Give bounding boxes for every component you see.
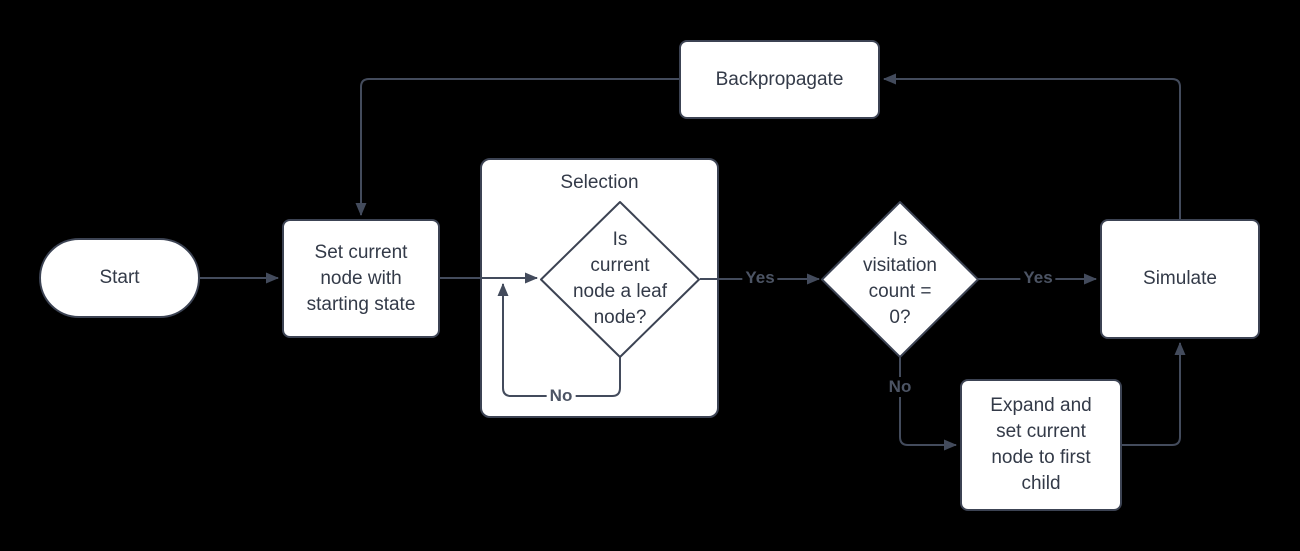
edge-label-leaf-yes: Yes <box>742 268 778 288</box>
edge-simulate-to-backpropagate <box>883 73 1181 219</box>
edge-expand-to-simulate <box>1122 342 1186 446</box>
simulate-node: Simulate <box>1100 219 1260 339</box>
visitation-question-text: Is visitation count = 0? <box>863 229 937 328</box>
edge-visitation-no-to-expand <box>899 357 957 451</box>
set-current-node: Set current node with starting state <box>282 219 440 338</box>
backpropagate-node: Backpropagate <box>679 40 880 119</box>
selection-container-title: Selection <box>560 172 639 193</box>
edge-label-visitation-no: No <box>885 377 915 397</box>
visitation-question-diamond <box>821 201 979 358</box>
expand-node: Expand and set current node to first chi… <box>960 379 1122 511</box>
edge-label-leaf-no: No <box>546 386 576 406</box>
start-node: Start <box>39 238 200 318</box>
edge-label-visitation-yes: Yes <box>1020 268 1056 288</box>
selection-container: Selection <box>480 158 719 418</box>
